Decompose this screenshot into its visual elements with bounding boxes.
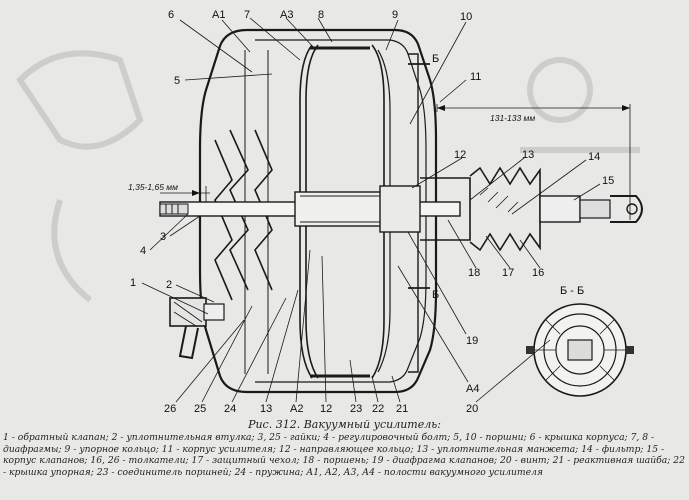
callout-21: 21 [396,403,408,415]
callout-23: 23 [350,403,362,415]
figure-caption: Рис. 312. Вакуумный усилитель: [248,418,441,431]
callout-5: 5 [174,75,180,87]
callout-3: 3 [160,231,166,243]
callout-12b: 12 [320,403,332,415]
background-ghost-drawing [16,50,640,303]
callout-16: 16 [532,267,544,279]
dimension-width-label: 131-133 мм [490,113,535,123]
section-title: Б - Б [560,285,584,297]
dimension-gap: 1,35-1,65 мм [128,182,210,202]
callout-15: 15 [602,175,614,187]
callout-13a: 13 [522,149,534,161]
callout-25: 25 [194,403,206,415]
callout-18: 18 [468,267,480,279]
callout-10: 10 [460,11,472,23]
callout-11: 11 [470,71,481,83]
callout-8: 8 [318,9,324,21]
callout-9: 9 [392,9,398,21]
callout-26: 26 [164,403,176,415]
callout-labels: 6 А1 7 А3 8 9 10 11 5 12 13 14 15 4 3 1 … [130,9,614,415]
callout-19: 19 [466,335,478,347]
callout-17: 17 [502,267,514,279]
callout-7: 7 [244,9,250,21]
figure-legend: 1 - обратный клапан; 2 - уплотнительная … [3,432,685,479]
callout-a1: А1 [212,9,225,21]
vacuum-booster-diagram: Б Б Б - Б 131-133 мм 1,35-1,65 мм [16,9,643,415]
section-cut-markers: Б Б Б - Б [408,53,584,301]
dimension-width: 131-133 мм [436,104,631,220]
callout-a2: А2 [290,403,303,415]
section-mark-top: Б [432,53,439,65]
section-mark-bottom: Б [432,289,439,301]
callout-1: 1 [130,277,136,289]
central-rod-assembly [159,185,461,233]
callout-12a: 12 [454,149,466,161]
callout-leaders [141,17,601,403]
callout-6: 6 [168,9,174,21]
dimension-gap-label: 1,35-1,65 мм [128,182,178,192]
callout-24: 24 [224,403,236,415]
callout-22: 22 [372,403,384,415]
callout-14: 14 [588,151,600,163]
section-b-b-view [526,303,634,397]
callout-2: 2 [166,279,172,291]
callout-4: 4 [140,245,146,257]
callout-a4: А4 [466,383,479,395]
callout-20: 20 [466,403,478,415]
callout-13b: 13 [260,403,272,415]
valve-body-and-boot [420,166,643,252]
callout-a3: А3 [280,9,293,21]
check-valve [169,297,225,360]
